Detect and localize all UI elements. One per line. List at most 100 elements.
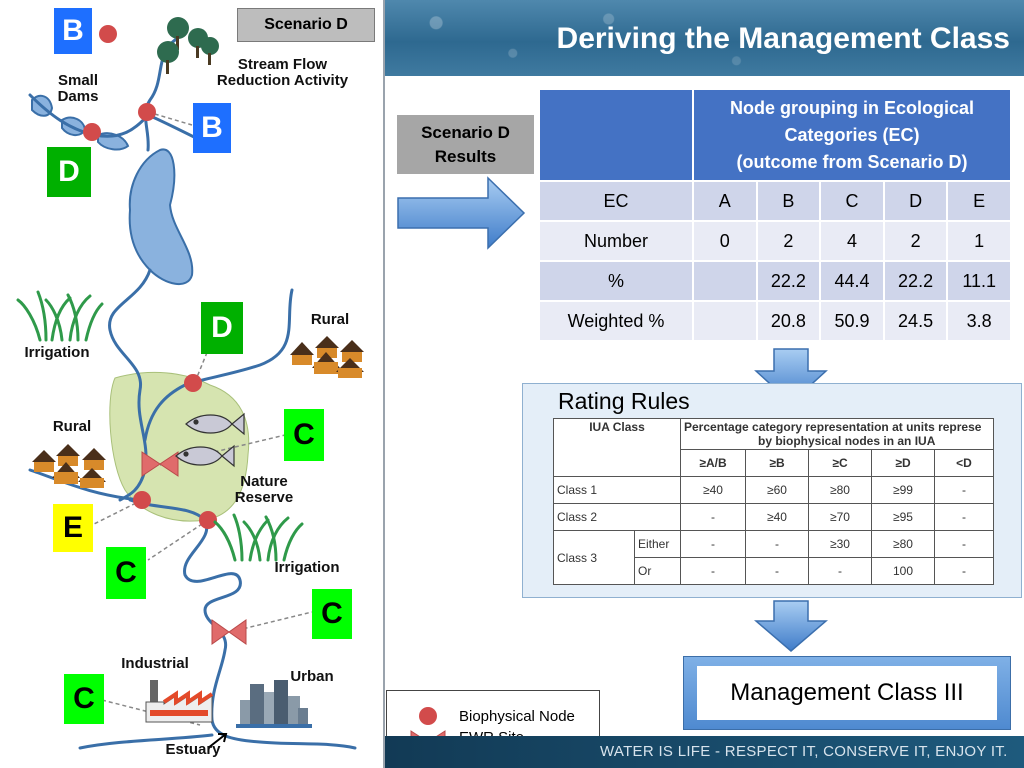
table-cell: E	[946, 180, 1012, 222]
biophysical-node	[184, 374, 202, 392]
table-cell: ≥D	[871, 449, 935, 477]
table-cell: 22.2	[882, 260, 949, 302]
table-row: EC A B C D E	[538, 180, 1012, 222]
table-row: Class 2 - ≥40 ≥70 ≥95 -	[553, 503, 994, 531]
class-d-center: D	[201, 302, 243, 354]
table-cell: 24.5	[882, 300, 949, 342]
ec-table-header: Node grouping in Ecological Categories (…	[692, 88, 1012, 182]
nature-reserve-label: Nature Reserve	[234, 473, 294, 506]
table-cell: ≥95	[871, 503, 935, 531]
table-cell: 11.1	[946, 260, 1012, 302]
row-label: Class 2	[553, 503, 681, 531]
table-row: Class 1 ≥40 ≥60 ≥80 ≥99 -	[553, 476, 994, 504]
table-cell: -	[934, 476, 994, 504]
scenario-tag: Scenario D	[237, 8, 375, 42]
table-row: Number 0 2 4 2 1	[538, 220, 1012, 262]
legend-node-label: Biophysical Node	[459, 708, 575, 725]
table-cell: 22.2	[755, 260, 822, 302]
ec-table: Node grouping in Ecological Categories (…	[538, 88, 1012, 342]
table-cell: ≥60	[745, 476, 809, 504]
biophysical-node-legend-icon	[419, 707, 437, 725]
ec-header-line2: Categories (EC)	[784, 124, 920, 145]
table-cell: ≥30	[808, 530, 872, 558]
rural-huts-icon	[32, 444, 106, 488]
row-sublabel: Either	[634, 530, 681, 558]
title-banner: Deriving the Management Class	[385, 0, 1024, 76]
estuary-label: Estuary	[165, 741, 221, 758]
table-cell: -	[745, 530, 809, 558]
lake	[128, 148, 194, 285]
rules-col-pct-line1: Percentage category representation at un…	[684, 420, 982, 434]
rules-col-pct-line2: by biophysical nodes in an IUA	[758, 434, 936, 448]
management-class-result: Management Class III	[697, 666, 997, 720]
table-cell	[692, 260, 758, 302]
table-cell: 3.8	[946, 300, 1012, 342]
table-cell: -	[934, 503, 994, 531]
table-cell: ≥99	[871, 476, 935, 504]
table-cell: 0	[692, 220, 758, 262]
class-d-left: D	[47, 147, 91, 197]
table-cell: 2	[882, 220, 949, 262]
class-e-left: E	[53, 504, 93, 552]
table-cell: 20.8	[755, 300, 822, 342]
table-cell: 1	[946, 220, 1012, 262]
stream-flow-label: Stream Flow Reduction Activity	[216, 56, 349, 89]
irrigation-grass-icon	[213, 513, 304, 562]
ewr-site	[211, 619, 247, 645]
catchment-map: Scenario D Stream Flow Reduction Activit…	[0, 0, 385, 768]
ec-table-corner	[538, 88, 694, 182]
ec-header-line1: Node grouping in Ecological	[729, 97, 974, 118]
table-cell: D	[882, 180, 949, 222]
table-cell: A	[692, 180, 758, 222]
ewr-site	[141, 451, 179, 477]
class-c-reserve: C	[284, 409, 324, 461]
table-cell: 44.4	[819, 260, 885, 302]
table-cell: ≥80	[808, 476, 872, 504]
row-label: Class 1	[553, 476, 681, 504]
footer-banner: WATER IS LIFE - RESPECT IT, CONSERVE IT,…	[385, 736, 1024, 768]
table-cell: -	[808, 557, 872, 585]
rural-upper-label: Rural	[310, 311, 350, 328]
row-label: %	[538, 260, 694, 302]
biophysical-node	[138, 103, 156, 121]
river-network	[28, 38, 357, 750]
forest-icon	[157, 17, 219, 74]
table-row: Class 3 Either - - ≥30 ≥80 -	[553, 530, 994, 585]
table-cell: -	[680, 557, 746, 585]
table-row: Or - - - 100 -	[554, 557, 994, 585]
table-cell: ≥80	[871, 530, 935, 558]
table-cell: -	[745, 557, 809, 585]
class-b-top: B	[54, 8, 92, 54]
biophysical-node	[99, 25, 117, 43]
table-cell	[692, 300, 758, 342]
table-cell: B	[755, 180, 822, 222]
table-cell: 50.9	[819, 300, 885, 342]
rules-col-iua: IUA Class	[553, 418, 681, 477]
table-cell: <D	[934, 449, 994, 477]
table-cell: ≥70	[808, 503, 872, 531]
table-cell: -	[934, 530, 994, 558]
table-cell: -	[680, 530, 746, 558]
estuary-arrow	[207, 733, 228, 749]
map-drawing	[16, 17, 364, 750]
rural-lower-label: Rural	[52, 418, 92, 435]
table-row: % 22.2 44.4 22.2 11.1	[538, 260, 1012, 302]
scenario-results-box: Scenario D Results	[397, 115, 534, 174]
table-cell: ≥B	[745, 449, 809, 477]
table-row: Weighted % 20.8 50.9 24.5 3.8	[538, 300, 1012, 342]
row-label: Number	[538, 220, 694, 262]
row-label: Weighted %	[538, 300, 694, 342]
rules-col-pct: Percentage category representation at un…	[680, 418, 994, 450]
table-cell: 4	[819, 220, 885, 262]
nature-reserve-area	[109, 371, 250, 522]
biophysical-node	[133, 491, 151, 509]
irrigation-lower-label: Irrigation	[274, 559, 340, 576]
table-cell: ≥C	[808, 449, 872, 477]
fish-icon	[175, 412, 245, 468]
table-row: IUA Class Percentage category representa…	[553, 418, 994, 477]
right-arrow-icon	[397, 176, 526, 250]
irrigation-upper-label: Irrigation	[24, 344, 90, 361]
rural-huts-icon	[290, 336, 364, 378]
biophysical-node	[83, 123, 101, 141]
rating-rules-table: IUA Class Percentage category representa…	[553, 418, 994, 585]
